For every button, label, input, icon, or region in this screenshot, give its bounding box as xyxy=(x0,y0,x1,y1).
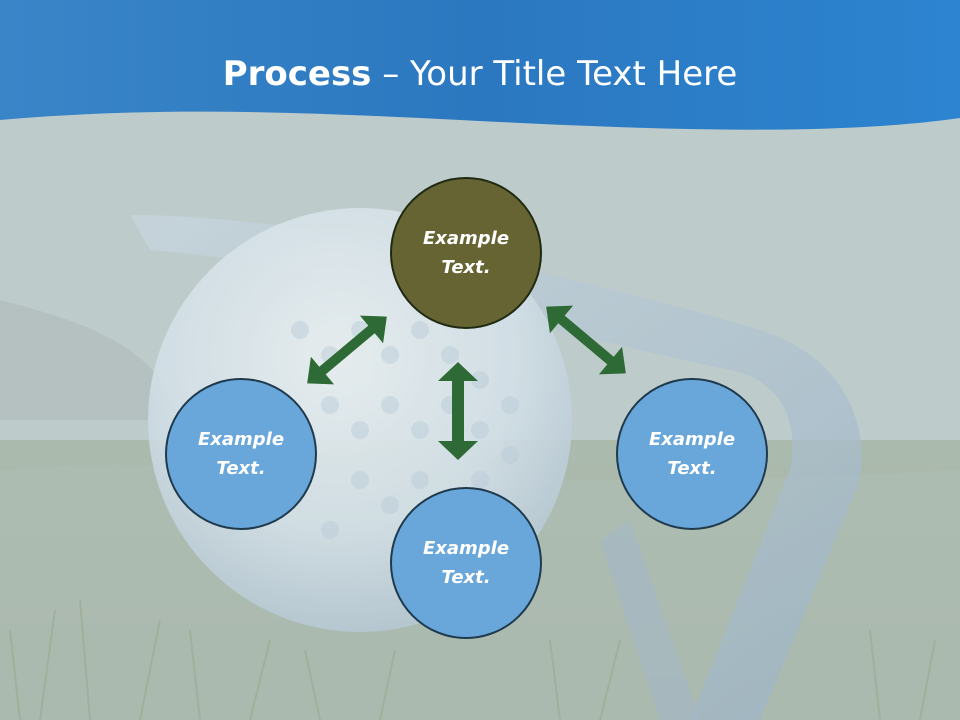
right-node: Example Text. xyxy=(616,378,768,530)
bottom-node-text: Example Text. xyxy=(422,538,510,588)
arrow-top-left xyxy=(307,315,387,385)
center-top-node: Example Text. xyxy=(390,177,542,329)
center-top-node-text: Example Text. xyxy=(422,228,510,278)
slide-title: Process – Your Title Text Here xyxy=(0,52,960,96)
bottom-node: Example Text. xyxy=(390,487,542,639)
title-rest: – Your Title Text Here xyxy=(371,54,738,94)
arrow-top-right xyxy=(546,305,626,375)
title-bold: Process xyxy=(222,54,372,94)
left-node-text: Example Text. xyxy=(197,429,285,479)
right-node-text: Example Text. xyxy=(648,429,736,479)
left-node: Example Text. xyxy=(165,378,317,530)
arrow-vertical xyxy=(438,362,478,460)
